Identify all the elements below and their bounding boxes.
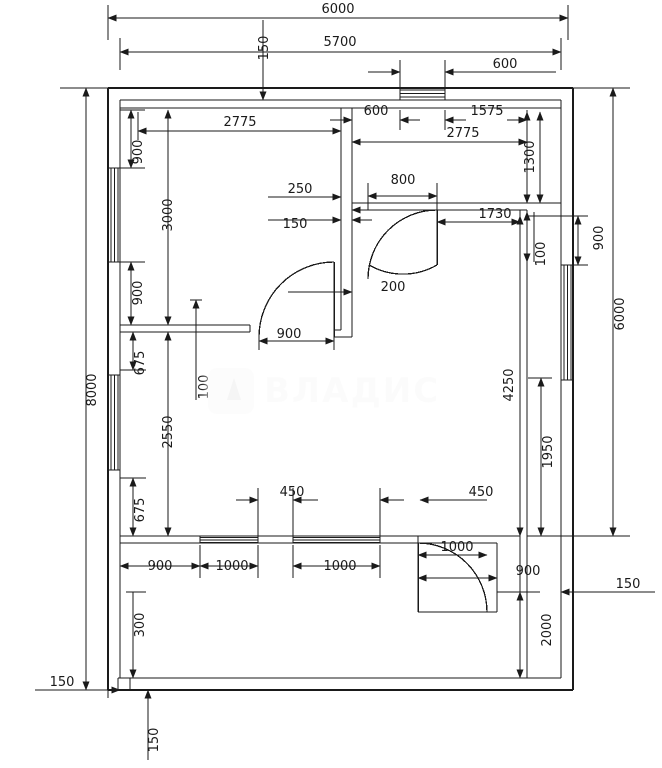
dimtext-250: 250 (288, 182, 313, 197)
dimtext-1000-right: 1000 (323, 559, 356, 574)
window-left-lower (108, 374, 120, 471)
dimtext-4250: 4250 (502, 368, 517, 401)
dimtext-900-right: 900 (592, 226, 607, 251)
dim-150-very-bottom (140, 689, 160, 760)
dim-150-bottom-right (560, 585, 655, 600)
dimtext-1000-door: 1000 (440, 540, 473, 555)
dimtext-3000: 3000 (161, 198, 176, 231)
dimtext-150-part: 150 (283, 217, 308, 232)
dimtext-100-right: 100 (534, 242, 549, 267)
dimtext-900-bottom: 900 (148, 559, 173, 574)
window-top (399, 88, 446, 100)
dim-150 (268, 212, 372, 228)
dimtext-1575: 1575 (470, 104, 503, 119)
dim-300 (126, 591, 146, 679)
dim-800 (351, 183, 438, 214)
dim-1000-door (417, 536, 488, 570)
dim-900-left-top (120, 109, 145, 169)
dim-200 (288, 284, 353, 300)
dimtext-900-nook: 900 (516, 564, 541, 579)
dimtext-150-bottom-right: 150 (616, 577, 641, 592)
dimtext-1950: 1950 (541, 435, 556, 468)
dimtext-2000: 2000 (540, 613, 555, 646)
exterior-wall-inner (119, 99, 562, 679)
dim-top-6000 (107, 5, 569, 40)
dimtext-600-right: 600 (364, 104, 389, 119)
dimtext-2775-right: 2775 (446, 126, 479, 141)
dimtext-900-left-top: 900 (131, 140, 146, 165)
dimtext-675-bottom: 675 (133, 498, 148, 523)
dimtext-800: 800 (391, 173, 416, 188)
dim-2000 (497, 591, 540, 679)
dim-1300 (523, 111, 544, 204)
dimtext-900-door: 900 (277, 327, 302, 342)
dim-top-600 (368, 60, 556, 95)
dimensions (35, 5, 655, 760)
dim-100-right (519, 211, 535, 263)
window-right (561, 264, 573, 381)
dimtext-1000-left: 1000 (215, 559, 248, 574)
dim-2775-right (351, 132, 528, 152)
dim-top-5700 (119, 38, 562, 70)
window-bottom-right (292, 536, 381, 544)
dim-900-door (258, 330, 335, 350)
dimtext-top-600: 600 (493, 57, 518, 72)
dimtext-200: 200 (381, 280, 406, 295)
corner-marks (117, 677, 131, 690)
dim-450-right (379, 488, 487, 540)
dimtext-300: 300 (133, 613, 148, 638)
dim-1000-bottom-right (292, 545, 381, 578)
dim-450-left (236, 488, 318, 540)
dim-150-bottom-left (35, 683, 121, 698)
dimension-text: 6000 5700 150 600 2775 600 1575 2775 130… (50, 2, 641, 752)
dim-900-nook (417, 556, 498, 600)
dim-675-top (120, 331, 146, 371)
dim-right-6000 (578, 87, 630, 537)
dimtext-450-left: 450 (280, 485, 305, 500)
dimtext-1300: 1300 (523, 140, 538, 173)
dim-2775-left (137, 112, 342, 140)
door-interior-right (367, 209, 438, 280)
dim-600-right (330, 110, 420, 130)
dimtext-2775-left: 2775 (223, 115, 256, 130)
door-interior-left (258, 261, 335, 338)
dimtext-675-top: 675 (133, 351, 148, 376)
dimtext-top-6000: 6000 (321, 2, 354, 17)
dim-1000-bottom-left (199, 545, 259, 578)
dimtext-1730: 1730 (478, 207, 511, 222)
interior-structure (119, 107, 561, 678)
dimtext-450-right: 450 (469, 485, 494, 500)
dimtext-150-very-bottom: 150 (147, 728, 162, 753)
doors (258, 209, 488, 613)
dim-900-bottom (119, 545, 201, 578)
dimtext-top-5700: 5700 (323, 35, 356, 50)
dimtext-top-150: 150 (257, 36, 272, 61)
dim-675-bottom (120, 477, 146, 537)
dimtext-left-8000: 8000 (85, 373, 100, 406)
plan-geometry: 6000 5700 150 600 2775 600 1575 2775 130… (35, 2, 655, 760)
dimtext-100-left: 100 (197, 375, 212, 400)
dimtext-right-6000: 6000 (613, 297, 628, 330)
dim-250 (268, 190, 342, 205)
dimtext-900-left-mid: 900 (131, 281, 146, 306)
window-left-upper (108, 167, 120, 263)
window-bottom-left (199, 536, 259, 544)
windows (108, 88, 573, 544)
dim-900-left-mid (120, 261, 145, 326)
dim-900-right (561, 215, 588, 266)
dim-100-left (190, 299, 202, 400)
dimtext-150-bottom-left: 150 (50, 675, 75, 690)
dimtext-2550: 2550 (161, 415, 176, 448)
